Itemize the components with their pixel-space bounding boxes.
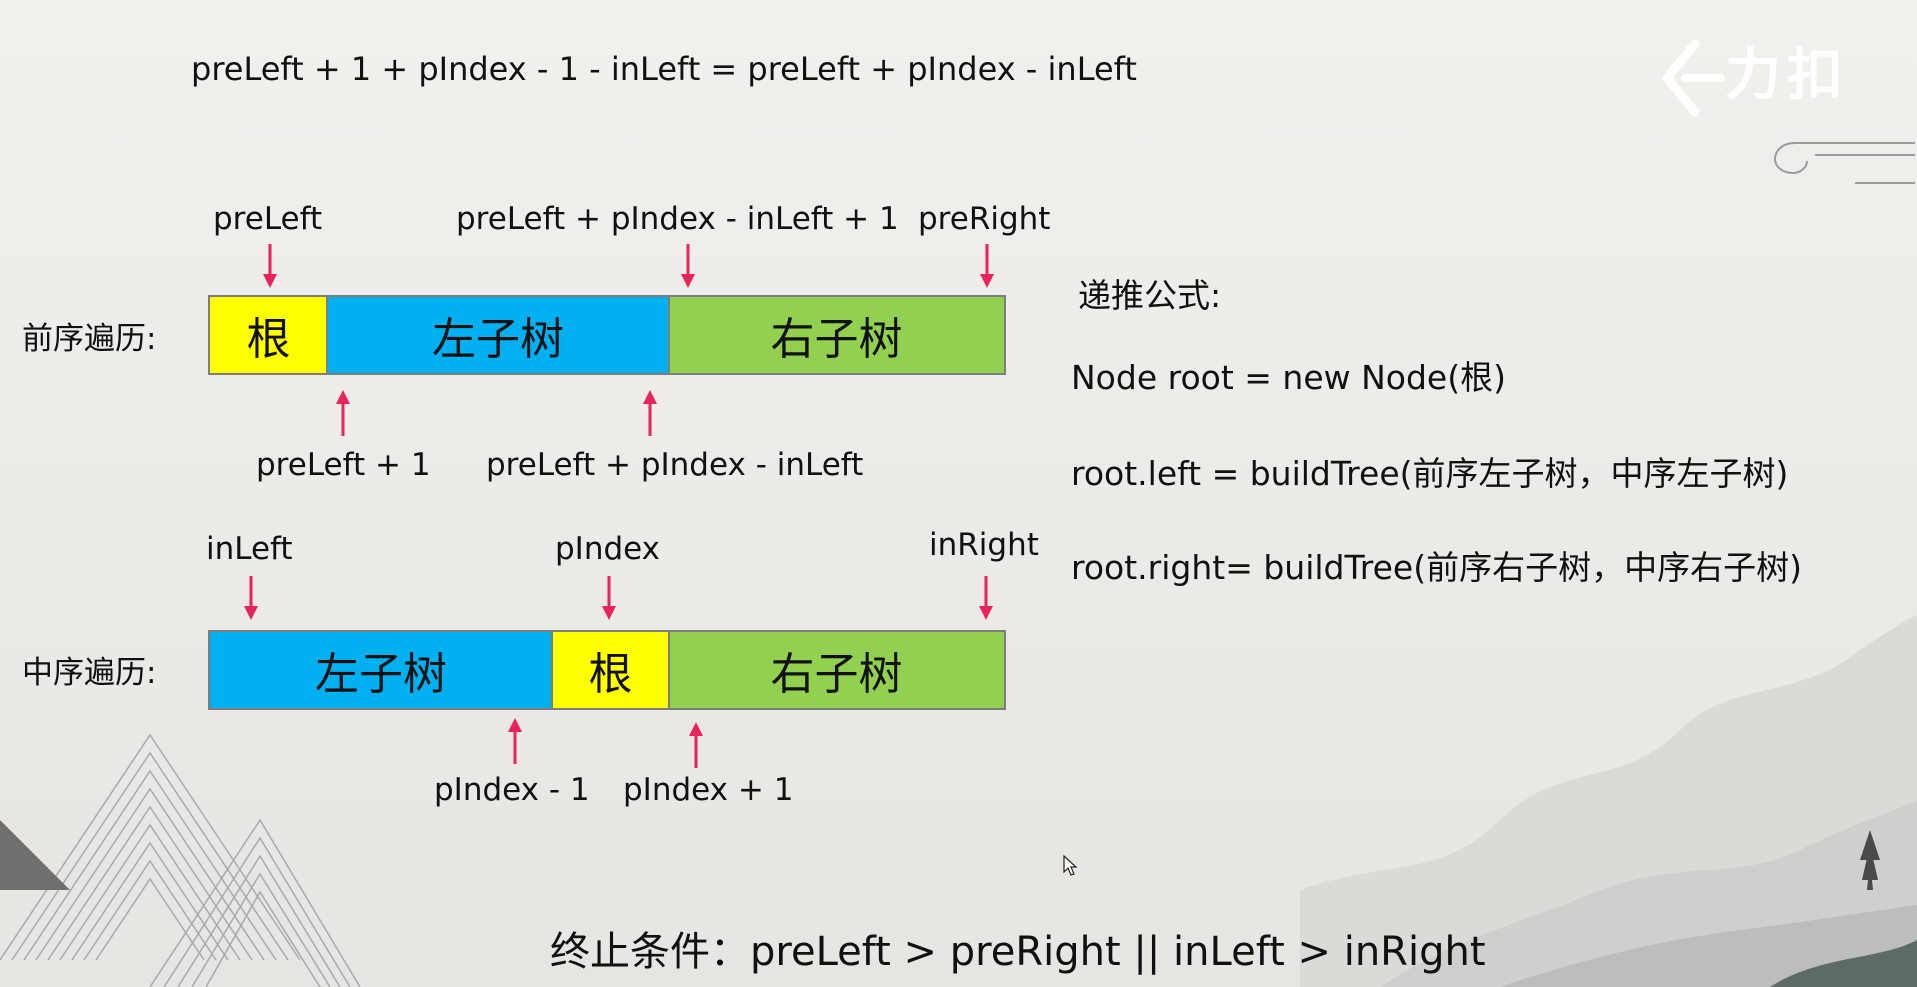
logo: 力扣 [1655, 38, 1885, 118]
arrow-down-icon [980, 244, 994, 288]
preorder-above-label-preright: preRight [918, 201, 1051, 237]
inorder-cell-left-subtree: 左子树 [210, 632, 552, 708]
recurrence-line-right: root.right= buildTree(前序右子树，中序右子树) [1071, 548, 1802, 587]
arrow-down-icon [244, 576, 258, 620]
inorder-above-label-pindex: pIndex [555, 531, 661, 567]
recurrence-line-root: Node root = new Node(根) [1071, 358, 1506, 397]
preorder-row-label: 前序遍历: [22, 321, 157, 357]
inorder-above-label-inleft: inLeft [206, 531, 293, 567]
inorder-cell-right-subtree: 右子树 [669, 632, 1004, 708]
preorder-above-label-split: preLeft + pIndex - inLeft + 1 [456, 201, 899, 237]
preorder-divider [326, 297, 328, 373]
mouse-cursor-icon [1063, 854, 1078, 876]
inorder-bar [208, 630, 1006, 710]
preorder-cell-left-subtree: 左子树 [327, 297, 669, 373]
preorder-below-label-left-end: preLeft + pIndex - inLeft [486, 447, 864, 483]
arrow-up-icon [508, 718, 522, 764]
inorder-row-label: 中序遍历: [22, 655, 157, 691]
termination-condition: 终止条件：preLeft > preRight || inLeft > inRi… [550, 929, 1486, 975]
arrow-down-icon [602, 576, 616, 620]
logo-text: 力扣 [1725, 43, 1849, 108]
preorder-bar [208, 295, 1006, 375]
inorder-cell-root: 根 [552, 632, 669, 708]
preorder-above-label-preleft: preLeft [213, 201, 323, 237]
recurrence-title: 递推公式: [1078, 276, 1222, 315]
arrow-up-icon [643, 390, 657, 436]
arrow-down-icon [681, 244, 695, 288]
inorder-divider [668, 632, 670, 708]
preorder-cell-root: 根 [210, 297, 327, 373]
left-mountains-decoration [0, 733, 361, 987]
arrow-down-icon [263, 244, 277, 288]
right-landscape-decoration [1300, 615, 1917, 987]
leetcode-logo-icon [1662, 39, 1725, 117]
preorder-divider [668, 297, 670, 373]
cloud-swirl-decoration [1773, 142, 1915, 184]
inorder-below-label-pindex-plus-1: pIndex + 1 [623, 772, 794, 808]
inorder-below-label-pindex-minus-1: pIndex - 1 [434, 772, 590, 808]
arrow-down-icon [979, 576, 993, 620]
top-formula: preLeft + 1 + pIndex - 1 - inLeft = preL… [191, 50, 1137, 88]
preorder-cell-right-subtree: 右子树 [669, 297, 1004, 373]
preorder-below-label-left-start: preLeft + 1 [256, 447, 431, 483]
arrow-up-icon [689, 722, 703, 768]
arrow-up-icon [336, 390, 350, 436]
inorder-divider [551, 632, 553, 708]
inorder-above-label-inright: inRight [929, 527, 1039, 563]
recurrence-line-left: root.left = buildTree(前序左子树，中序左子树) [1071, 454, 1789, 493]
